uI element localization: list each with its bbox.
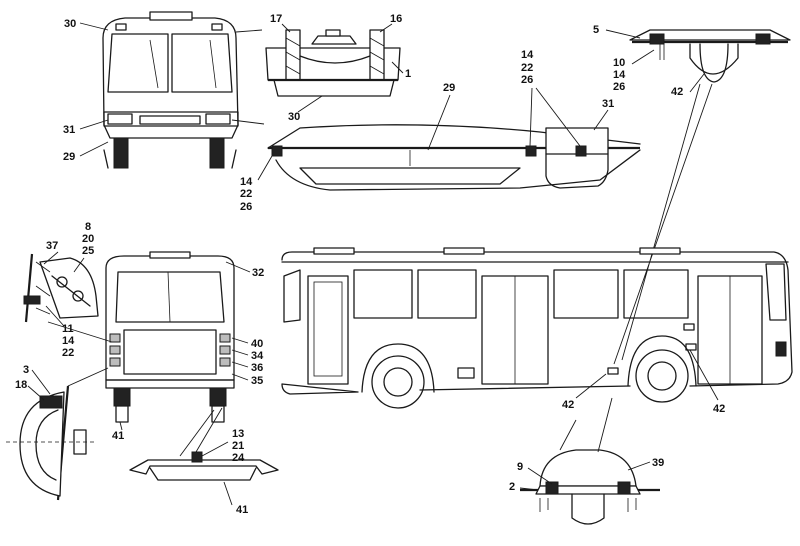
mudflap-section: 13 21 24 41 [129, 407, 279, 516]
callout-31: 31 [63, 124, 75, 136]
callout-42-vent: 42 [671, 86, 683, 98]
callout-30: 30 [64, 18, 76, 30]
callout-14: 14 [240, 176, 253, 188]
callout-22-mount: 22 [521, 62, 533, 74]
callout-5: 5 [593, 24, 599, 36]
callout-34: 34 [251, 350, 264, 362]
callout-35: 35 [251, 375, 263, 387]
callout-30-hatch: 30 [288, 111, 300, 123]
front-view: 30 31 29 [63, 11, 265, 169]
callout-18: 18 [15, 379, 27, 391]
callout-1: 1 [405, 68, 411, 80]
callout-21: 21 [232, 440, 244, 452]
callout-39: 39 [652, 457, 664, 469]
roof-vent-section: 5 10 14 26 42 [593, 24, 791, 365]
callout-32: 32 [252, 267, 264, 279]
callout-17: 17 [270, 13, 282, 25]
callout-42-left: 42 [562, 399, 574, 411]
callout-41-rear: 41 [112, 430, 124, 442]
callout-10: 10 [613, 57, 625, 69]
callout-42-right: 42 [713, 403, 725, 415]
callout-14-mirror: 14 [62, 335, 75, 347]
callout-16: 16 [390, 13, 402, 25]
callout-37: 37 [46, 240, 58, 252]
callout-14-vent: 14 [613, 69, 626, 81]
callout-31-trim: 31 [602, 98, 614, 110]
rear-lamp-section: 3 18 [6, 364, 109, 501]
callout-22: 22 [240, 188, 252, 200]
callout-29: 29 [63, 151, 75, 163]
callout-2: 2 [509, 481, 515, 493]
callout-14-mount: 14 [521, 49, 534, 61]
callout-36: 36 [251, 362, 263, 374]
callout-25: 25 [82, 245, 94, 257]
bus-side-view: 42 42 [281, 247, 793, 415]
callout-29-trim: 29 [443, 82, 455, 94]
callout-40: 40 [251, 338, 263, 350]
mirror-bracket-section: 37 8 20 25 11 14 22 [23, 221, 99, 359]
callout-26-vent: 26 [613, 81, 625, 93]
callout-20: 20 [82, 233, 94, 245]
dome-lamp-section: 9 2 39 [509, 397, 664, 525]
rear-view: 32 40 34 36 35 41 [47, 251, 264, 442]
callout-11: 11 [62, 323, 74, 335]
callout-24: 24 [232, 452, 245, 464]
callout-8: 8 [85, 221, 91, 233]
callout-13: 13 [232, 428, 244, 440]
callout-26-mount: 26 [521, 74, 533, 86]
callout-22-mirror: 22 [62, 347, 74, 359]
side-trim-section: 29 14 22 26 31 14 22 26 [240, 49, 641, 213]
callout-41-mudflap: 41 [236, 504, 248, 516]
callout-26: 26 [240, 201, 252, 213]
roof-hatch-section: 17 16 1 30 [265, 13, 411, 123]
callout-3: 3 [23, 364, 29, 376]
callout-9: 9 [517, 461, 523, 473]
